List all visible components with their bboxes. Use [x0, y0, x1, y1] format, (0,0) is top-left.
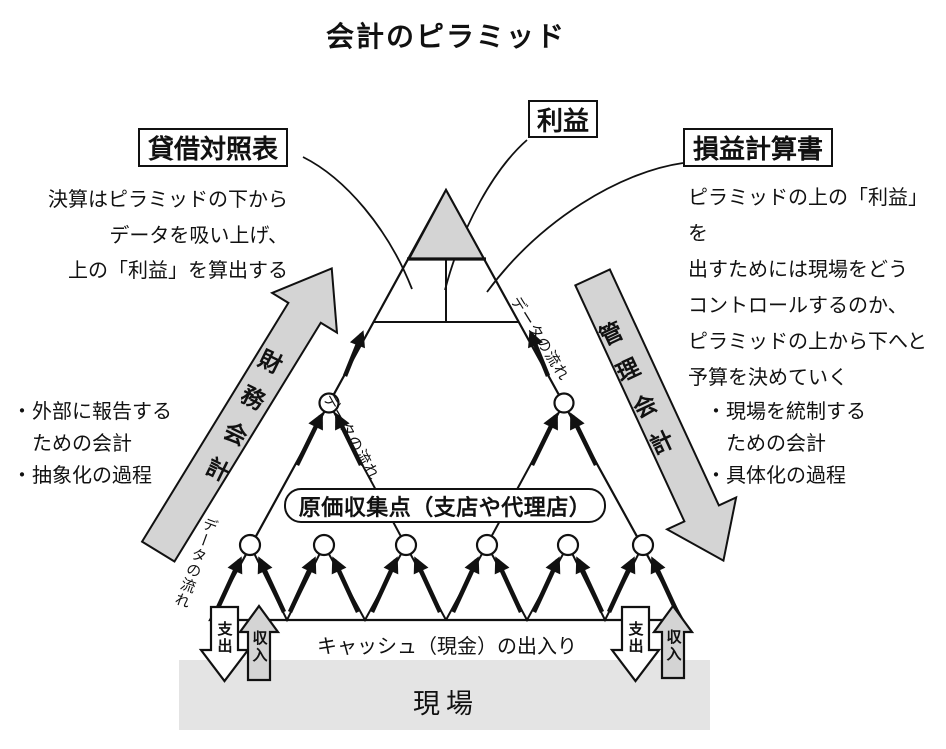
income-statement-label-box: 損益計算書	[683, 128, 833, 167]
cash-arrows	[198, 604, 695, 683]
management-accounting-bullets: ・現場を統制する ための会計 ・具体化の過程	[706, 401, 866, 487]
page-title: 会計のピラミッド	[325, 21, 567, 52]
expense-label-right: 支出	[626, 621, 644, 655]
income-arrow-right	[651, 604, 695, 680]
collection-nodes	[238, 392, 655, 557]
income-label-left: 収入	[250, 630, 268, 664]
financial-accounting-arrow	[140, 267, 339, 563]
profit-label-box: 利益	[528, 100, 598, 138]
apex-band-lines	[374, 257, 519, 323]
income-arrow-left	[237, 604, 281, 682]
balance-sheet-note: 決算はピラミッドの下から データを吸い上げ、 上の「利益」を算出する	[48, 189, 288, 282]
balance-sheet-label-box: 貸借対照表	[138, 128, 288, 167]
pyramid-apex-cap	[407, 187, 486, 260]
expense-label-left: 支出	[215, 621, 233, 655]
management-accounting-arrow	[573, 268, 738, 563]
expense-arrow-right	[609, 605, 662, 683]
cash-flow-label: キャッシュ（現金）の出入り	[317, 636, 577, 658]
data-flow-arrows	[213, 330, 680, 613]
callout-curves	[302, 139, 684, 293]
expense-arrow-left	[198, 605, 251, 683]
income-statement-note: ピラミッドの上の「利益」を 出すためには現場をどう コントロールするのか、 ピラ…	[688, 187, 928, 389]
financial-accounting-bullets: ・外部に報告する ための会計 ・抽象化の過程	[12, 401, 172, 487]
cost-collection-point-box: 原価収集点（支店や代理店）	[284, 488, 606, 523]
site-label: 現場	[413, 689, 479, 719]
income-label-right: 収入	[664, 629, 682, 663]
